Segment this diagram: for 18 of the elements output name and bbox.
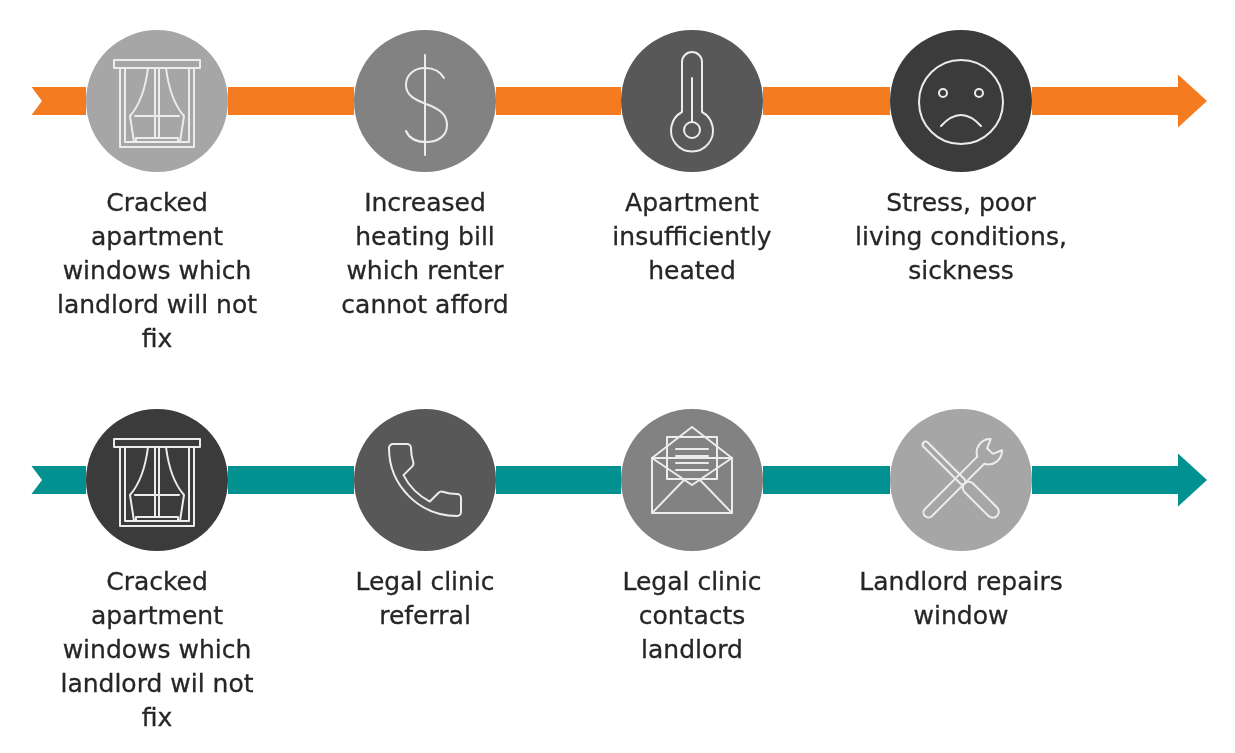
- step-caption: Cracked apartment windows which landlord will not fix: [55, 187, 259, 355]
- notched-bar-tail: [30, 87, 86, 115]
- step-caption: Legal clinic referral: [354, 566, 496, 632]
- connector-bar: [228, 466, 354, 494]
- step-caption: Landlord repairs window: [858, 566, 1064, 632]
- connector-bar: [763, 87, 890, 115]
- notched-bar-tail: [30, 466, 86, 494]
- connector-bar: [763, 466, 890, 494]
- connector-bar: [228, 87, 354, 115]
- connector-bar: [496, 87, 621, 115]
- step-caption: Legal clinic contacts landlord: [621, 566, 763, 666]
- step-caption: Apartment insufficiently heated: [611, 187, 773, 287]
- step-caption: Cracked apartment windows which landlord wil not fix: [59, 566, 255, 734]
- step-caption: Increased heating bill which renter cannot afford: [340, 187, 510, 321]
- connector-bar: [496, 466, 621, 494]
- arrow: [1032, 453, 1207, 507]
- step-caption: Stress, poor living conditions, sickness: [854, 187, 1068, 287]
- arrow: [1032, 74, 1207, 128]
